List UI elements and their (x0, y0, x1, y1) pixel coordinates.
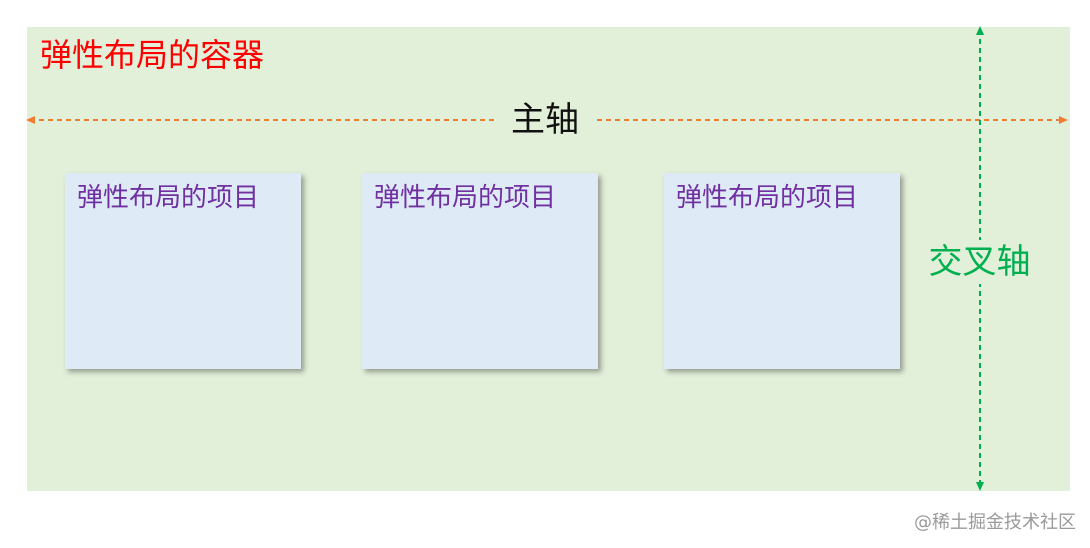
main-axis-label: 主轴 (497, 98, 593, 142)
flex-item-label: 弹性布局的项目 (77, 183, 260, 213)
flex-item-label: 弹性布局的项目 (676, 183, 859, 213)
flex-item-2: 弹性布局的项目 (362, 173, 598, 369)
flex-item-label: 弹性布局的项目 (374, 183, 557, 213)
flex-item-3: 弹性布局的项目 (664, 173, 900, 369)
flex-item-1: 弹性布局的项目 (65, 173, 301, 369)
cross-axis-label: 交叉轴 (922, 240, 1037, 284)
container-title: 弹性布局的容器 (40, 36, 265, 74)
watermark: @稀土掘金技术社区 (914, 512, 1076, 533)
